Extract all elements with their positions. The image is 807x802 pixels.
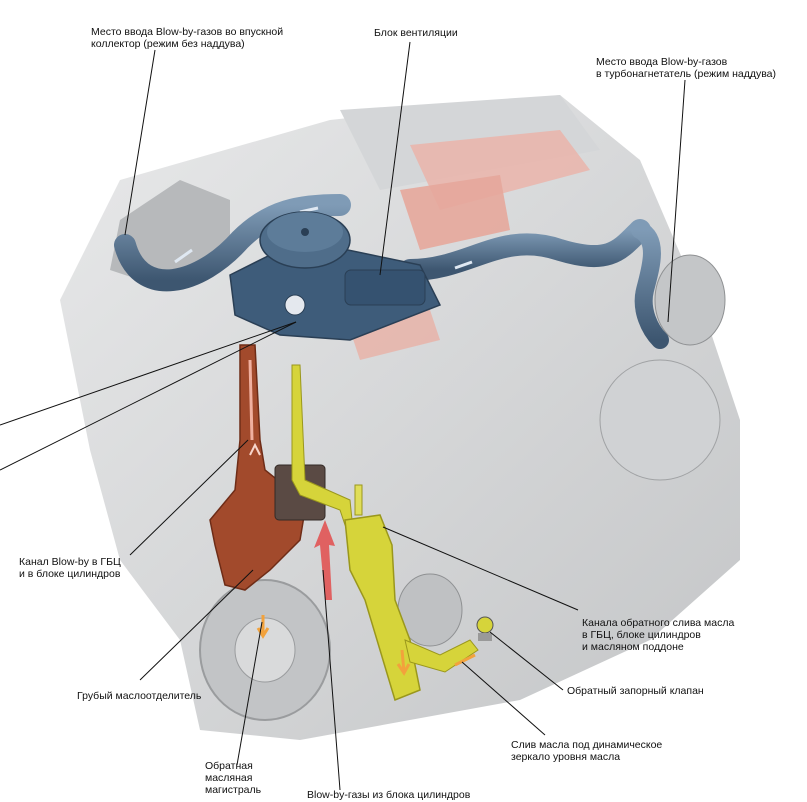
oil-drain-label: Слив масла под динамическое зеркало уров… xyxy=(511,739,662,763)
coarse-separator-label: Грубый маслоотделитель xyxy=(77,690,201,702)
vent-block-label: Блок вентиляции xyxy=(374,27,458,39)
oil-return-line-2: в ГБЦ, блоке цилиндров xyxy=(582,629,701,641)
oil-return-channels-label: Канала обратного слива масла в ГБЦ, блок… xyxy=(582,617,734,653)
blowby-gases-line-1: Blow-by-газы из блока цилиндров xyxy=(307,789,471,801)
ventilation-block xyxy=(229,211,442,341)
check-valve xyxy=(476,616,494,641)
intake-inlet-label: Место ввода Blow-by-газов во впускной ко… xyxy=(91,26,283,50)
blowby-gases-label: Blow-by-газы из блока цилиндров xyxy=(307,789,470,801)
intake-inlet-line-2: коллектор (режим без наддува) xyxy=(91,38,245,50)
oil-drain-line-2: зеркало уровня масла xyxy=(511,751,621,763)
oil-flow-arrows xyxy=(256,615,476,676)
callout-cone xyxy=(0,321,297,471)
coarse-separator-line-1: Грубый маслоотделитель xyxy=(77,690,202,702)
return-line-line-3: магистраль xyxy=(205,784,262,796)
turbo-inlet-label: Место ввода Blow-by-газов в турбонагнета… xyxy=(596,56,776,80)
vent-block-line-1: Блок вентиляции xyxy=(374,27,458,39)
ventilation-hoses xyxy=(114,194,669,349)
leader-lines xyxy=(124,41,686,791)
return-line-label: Обратная масляная магистраль xyxy=(205,760,261,796)
turbo-inlet-line-1: Место ввода Blow-by-газов xyxy=(596,56,728,68)
check-valve-line-1: Обратный запорный клапан xyxy=(567,685,704,697)
return-line-line-1: Обратная xyxy=(205,760,253,772)
blowby-gases-arrow xyxy=(314,520,335,600)
oil-drain-line-1: Слив масла под динамическое xyxy=(511,739,663,751)
oil-return-line-3: и масляном поддоне xyxy=(582,641,684,653)
check-valve-label: Обратный запорный клапан xyxy=(567,685,704,697)
oil-return-line-1: Канала обратного слива масла xyxy=(582,617,735,629)
blowby-channel-label: Канал Blow-by в ГБЦ и в блоке цилиндров xyxy=(19,556,121,580)
blowby-channel-line-2: и в блоке цилиндров xyxy=(19,568,121,580)
return-line-line-2: масляная xyxy=(205,772,253,784)
turbo-inlet-line-2: в турбонагнетатель (режим наддува) xyxy=(596,68,777,80)
intake-inlet-line-1: Место ввода Blow-by-газов во впускной xyxy=(91,26,284,38)
blowby-channel-line-1: Канал Blow-by в ГБЦ xyxy=(19,556,121,568)
